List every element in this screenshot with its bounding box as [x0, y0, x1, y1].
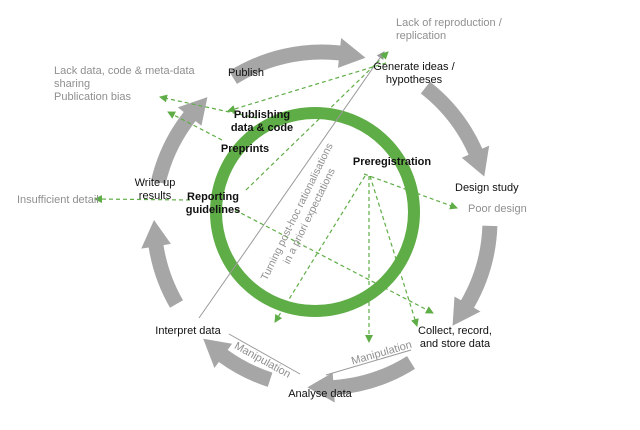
solution-preprints: Preprints [220, 143, 270, 155]
threat-line-manipulation-left [274, 175, 366, 323]
cycle-arrow-publish-to-generate [228, 38, 366, 84]
cycle-arrow-design-to-collect [452, 225, 498, 326]
stage-collect-data: Collect, record, and store data [418, 325, 492, 350]
threat-line-collect [369, 175, 419, 327]
solution-reporting: Reporting guidelines [185, 191, 241, 216]
cycle-arrows [141, 38, 498, 403]
manipulation-arrow-right [325, 349, 412, 376]
threat-line-insufficient [94, 195, 191, 204]
stage-design-study: Design study [455, 182, 519, 194]
threat-line-poor-design [363, 173, 458, 210]
stage-publish: Publish [227, 67, 265, 79]
cycle-arrow-generate-to-design [420, 81, 490, 177]
solutions-ring [210, 107, 420, 317]
threat-line-publishing-to-sharing [159, 94, 258, 119]
stage-write-up: Write up results [134, 177, 176, 202]
threat-reproduction: Lack of reproduction / replication [396, 17, 502, 42]
solution-preregistration: Preregistration [352, 156, 432, 168]
manipulation-arrow-left [228, 333, 301, 375]
threat-poor-design: Poor design [468, 203, 527, 215]
post-hoc-arrow [198, 51, 385, 319]
solution-publishing: Publishing data & code [230, 109, 294, 134]
stage-interpret-data: Interpret data [155, 325, 221, 337]
threat-line-reporting-to-collect [234, 209, 434, 314]
threat-line-reproduction [245, 51, 389, 191]
post-hoc-label-line-1: Turning post-hoc rationalisations [259, 141, 336, 282]
cycle-arrow-analyse-to-interpret [203, 338, 273, 387]
cycle-arrow-collect-to-analyse [307, 356, 416, 403]
cycle-arrow-interpret-to-write [141, 220, 184, 308]
cycle-arrow-write-to-publish [150, 97, 208, 184]
threat-insufficient-detail: Insufficient detail [17, 194, 99, 206]
threat-sharing-bias: Lack data, code & meta-data sharing Publ… [54, 65, 195, 103]
threat-line-preprints-to-bias [167, 111, 223, 141]
stage-analyse-data: Analyse data [288, 388, 352, 400]
stage-generate-ideas: Generate ideas / hypotheses [373, 61, 455, 86]
